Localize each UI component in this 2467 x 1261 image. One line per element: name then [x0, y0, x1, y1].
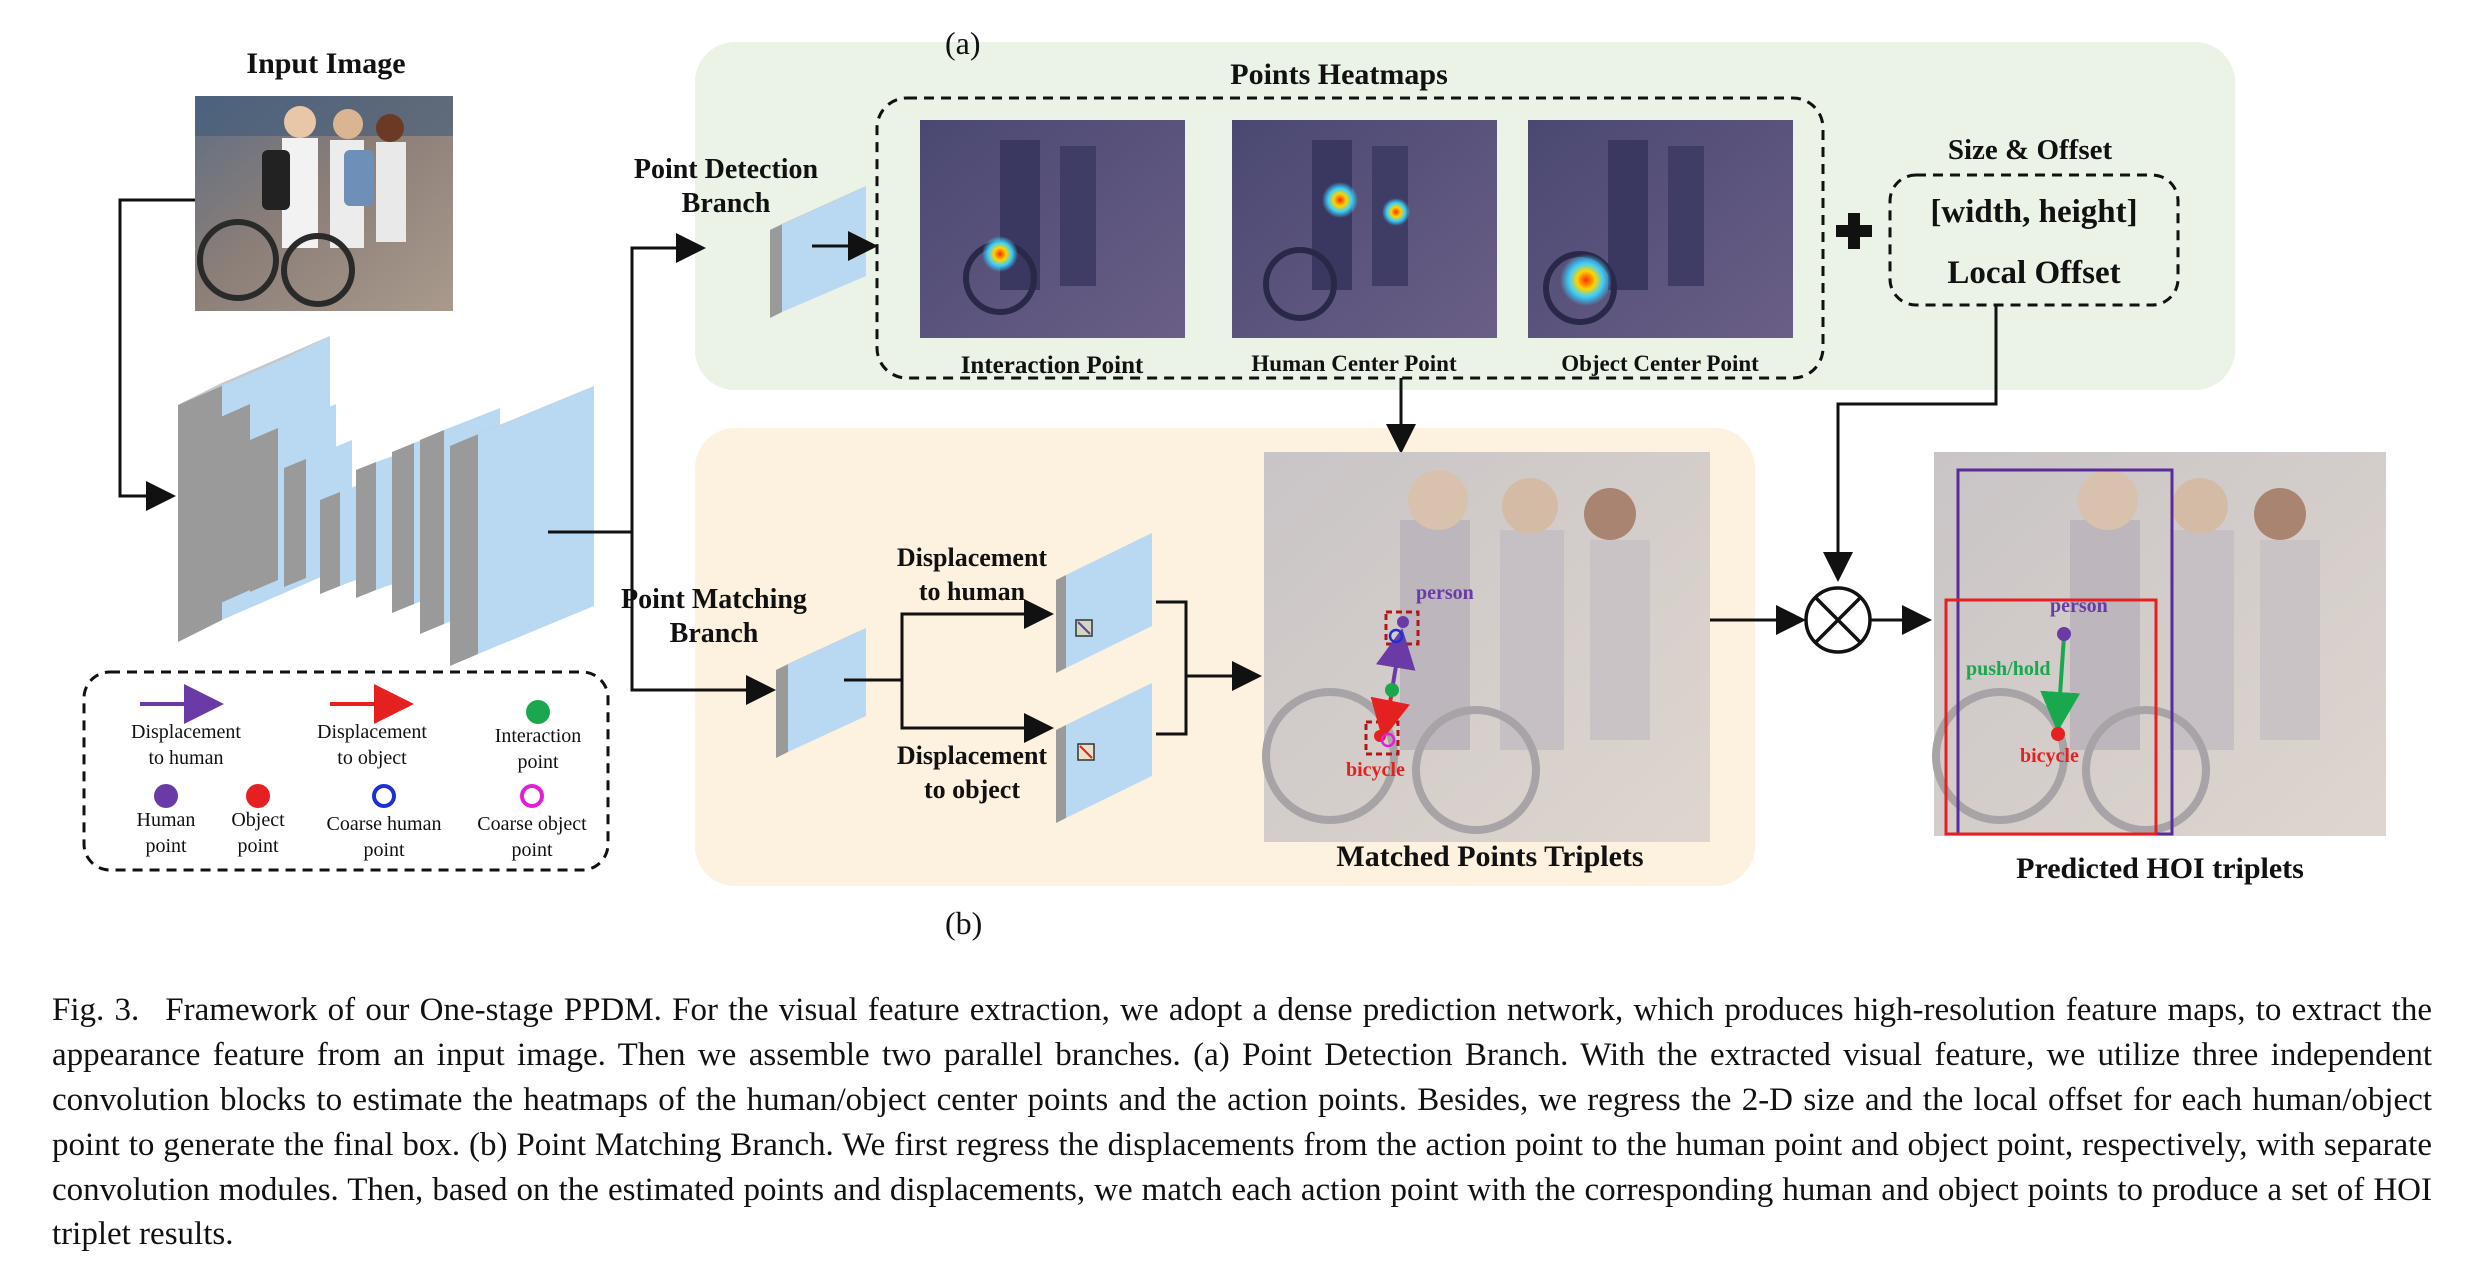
predicted-hoi-title: Predicted HOI triplets: [2016, 852, 2304, 885]
point-detection-label-2: Branch: [682, 188, 771, 219]
heatmap-human-center: [1232, 120, 1497, 338]
displacement-merge-bottom: [1156, 676, 1188, 736]
svg-text:point: point: [511, 839, 553, 861]
matched-human-point: [1397, 616, 1409, 628]
svg-text:point: point: [517, 751, 559, 773]
to-detection-branch-arrow: [630, 233, 706, 532]
predicted-action-label: push/hold: [1966, 658, 2051, 680]
to-displacement-object-arrow: [900, 680, 1054, 743]
plus-icon: [1836, 213, 1872, 249]
point-matching-label-1: Point Matching: [621, 584, 807, 615]
point-matching-conv-block: [776, 628, 866, 758]
legend: Displacement to human Displacement to ob…: [131, 684, 587, 861]
to-displacement-human-arrow: [900, 599, 1054, 680]
svg-text:Displacement: Displacement: [317, 721, 427, 743]
size-offset-box: [1888, 173, 2180, 307]
matched-interaction-point: [1385, 683, 1399, 697]
svg-text:point: point: [145, 835, 187, 857]
size-offset-to-combine-arrow: [1823, 305, 1998, 582]
matched-coarse-object-point: [1380, 732, 1396, 748]
size-offset-title: Size & Offset: [1948, 134, 2113, 166]
heatmap-interaction-label: Interaction Point: [961, 352, 1144, 379]
heatmap-object-center-label: Object Center Point: [1561, 351, 1759, 376]
svg-text:Displacement: Displacement: [131, 721, 241, 743]
svg-text:to human: to human: [149, 747, 224, 769]
input-image: [195, 96, 453, 311]
input-image-title: Input Image: [246, 47, 405, 80]
displacement-object-label-2: to object: [924, 775, 1020, 804]
input-to-backbone-arrow: [118, 198, 195, 511]
point-matching-label-2: Branch: [670, 618, 759, 649]
framework-figure: (a) (b) Input Image: [82, 25, 2386, 941]
matched-person-label: person: [1416, 582, 1474, 604]
svg-text:Object: Object: [231, 809, 285, 831]
svg-text:point: point: [363, 839, 405, 861]
object-bounding-box: [1944, 598, 2158, 836]
heatmap-human-center-label: Human Center Point: [1251, 351, 1457, 376]
displacement-human-map: [1056, 533, 1152, 673]
predicted-hoi-image: [1932, 452, 2386, 836]
displacement-object-label-1: Displacement: [897, 741, 1048, 770]
svg-text:to object: to object: [337, 747, 407, 769]
point-detection-label-1: Point Detection: [634, 154, 819, 185]
matched-bicycle-label: bicycle: [1346, 759, 1405, 781]
displacement-human-label-2: to human: [919, 577, 1026, 606]
predicted-object-point: [2051, 727, 2065, 741]
backbone-network: [178, 336, 594, 666]
svg-text:point: point: [237, 835, 279, 857]
displacement-human-label-1: Displacement: [897, 543, 1048, 572]
to-matching-branch-arrow: [630, 532, 776, 705]
caption-text: Framework of our One-stage PPDM. For the…: [52, 992, 2432, 1253]
legend-box: [82, 670, 610, 872]
svg-text:Interaction: Interaction: [495, 725, 582, 747]
svg-text:Coarse object: Coarse object: [477, 813, 587, 835]
matched-points-image: [1262, 452, 1710, 842]
svg-text:Coarse human: Coarse human: [327, 813, 442, 835]
predicted-human-point: [2057, 627, 2071, 641]
predicted-person-label: person: [2050, 595, 2108, 617]
matched-disp-human-arrow: [1376, 628, 1416, 691]
matched-points-triplets-title: Matched Points Triplets: [1336, 840, 1643, 873]
displacement-merge-top: [1156, 600, 1188, 676]
displacement-object-map: [1056, 683, 1152, 823]
points-heatmaps-title: Points Heatmaps: [1230, 58, 1448, 91]
panel-a-label: (a): [945, 25, 981, 61]
panel-b-label: (b): [945, 905, 982, 941]
matched-coarse-human-point: [1388, 628, 1404, 644]
svg-text:Human: Human: [137, 809, 196, 831]
point-detection-conv-block: [770, 186, 866, 318]
figure-caption: Fig. 3.Framework of our One-stage PPDM. …: [52, 988, 2432, 1257]
size-offset-local-offset: Local Offset: [1947, 255, 2120, 291]
size-offset-width-height: [width, height]: [1930, 194, 2137, 230]
heatmap-interaction: [920, 120, 1185, 338]
predicted-bicycle-label: bicycle: [2020, 745, 2079, 767]
combine-otimes-icon: [1804, 586, 1872, 654]
figure-number: Fig. 3.: [52, 992, 140, 1028]
points-heatmaps-box: [875, 96, 1825, 380]
predicted-action-arrow: [2040, 635, 2081, 732]
matched-disp-object-arrow: [1370, 691, 1410, 740]
heatmap-object-center: [1528, 120, 1793, 338]
